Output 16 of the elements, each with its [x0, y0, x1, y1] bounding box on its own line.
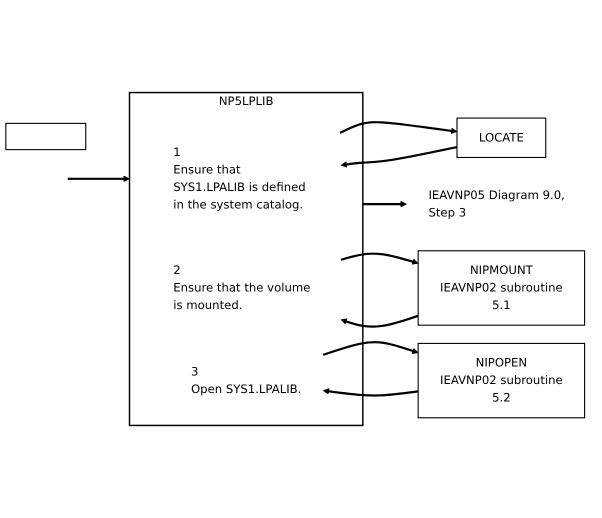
node-text: IEAVNP05 Diagram 9.0, Step 3	[428, 188, 565, 220]
node-box: NIPOPEN IEAVNP02 subroutine 5.2	[418, 342, 586, 418]
node-box: NIPMOUNT IEAVNP02 subroutine 5.1	[418, 250, 586, 326]
node-box: LOCATE	[456, 118, 546, 158]
arrow	[68, 176, 130, 182]
arrow	[322, 340, 418, 356]
arrow	[362, 200, 407, 208]
arrow	[340, 314, 418, 328]
node-text: 3 Open SYS1.LPALIB.	[190, 364, 302, 396]
node-text: 2 Ensure that the volume is mounted.	[173, 263, 310, 312]
node-bar	[5, 122, 86, 150]
node-text: 1 Ensure that SYS1.LPALIB is defined in the system catalog.	[173, 145, 306, 212]
arrow	[340, 252, 418, 265]
arrow	[340, 146, 458, 168]
arrow	[340, 121, 458, 134]
arrow	[322, 388, 418, 397]
